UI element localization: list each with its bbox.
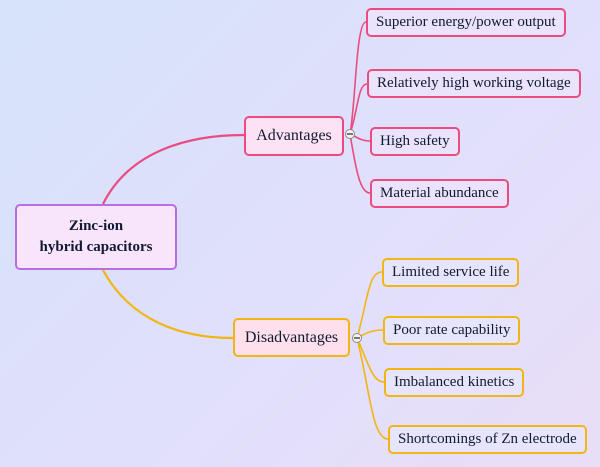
advantage-item[interactable]: High safety	[370, 127, 460, 156]
advantage-item-label: Material abundance	[380, 185, 499, 201]
advantage-item-label: Relatively high working voltage	[377, 75, 571, 91]
connector-dis-4	[356, 337, 389, 440]
connector-root-advantages	[102, 133, 245, 205]
disadvantages-label: Disadvantages	[244, 328, 339, 346]
disadvantage-item-label: Shortcomings of Zn electrode	[398, 431, 577, 447]
disadvantage-item[interactable]: Poor rate capability	[383, 316, 521, 345]
disadvantages-node[interactable]: Disadvantages	[233, 318, 350, 357]
connector-adv-4	[349, 133, 371, 194]
disadvantage-item[interactable]: Shortcomings of Zn electrode	[388, 425, 587, 454]
advantages-label: Advantages	[256, 127, 332, 144]
disadvantage-item-label: Imbalanced kinetics	[394, 374, 515, 390]
advantage-item[interactable]: Relatively high working voltage	[367, 69, 581, 98]
connector-dis-1	[356, 271, 383, 339]
connector-adv-2	[349, 83, 368, 135]
disadvantage-item-label: Limited service life	[392, 264, 510, 280]
connector-dis-3	[356, 337, 385, 383]
root-node[interactable]: Zinc-ion hybrid capacitors	[15, 204, 177, 270]
disadvantages-collapse-icon[interactable]	[352, 333, 362, 343]
advantages-collapse-icon[interactable]	[345, 129, 355, 139]
advantage-item[interactable]: Material abundance	[370, 179, 509, 208]
advantage-item-label: Superior energy/power output	[376, 14, 556, 30]
root-label-line1: Zinc-ion	[68, 218, 124, 234]
connector-root-disadvantages	[102, 269, 234, 340]
disadvantage-item-label: Poor rate capability	[393, 322, 511, 338]
connector-adv-1	[349, 21, 367, 135]
advantage-item-label: High safety	[380, 133, 450, 149]
advantages-node[interactable]: Advantages	[244, 116, 344, 156]
disadvantage-item[interactable]: Limited service life	[382, 258, 520, 287]
advantage-item[interactable]: Superior energy/power output	[366, 8, 566, 37]
disadvantage-item[interactable]: Imbalanced kinetics	[384, 368, 525, 397]
root-label-line2: hybrid capacitors	[39, 239, 153, 255]
